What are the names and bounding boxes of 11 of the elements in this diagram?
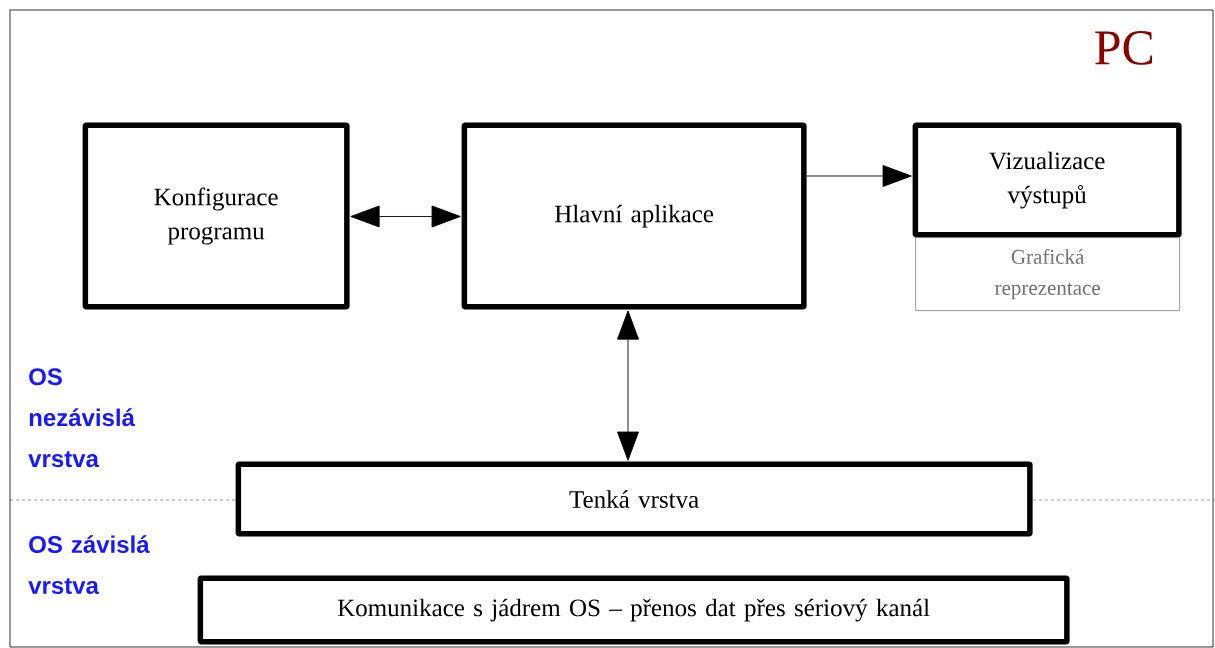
process-box: Tenká vrstva (235, 461, 1033, 537)
arrow (806, 165, 912, 187)
process-box: Konfigurace programu (82, 122, 350, 310)
layer-label: OS nezávislá vrstva (28, 368, 135, 468)
caption-box: Grafická reprezentace (915, 237, 1180, 311)
layer-label: OS závislá vrstva (28, 535, 150, 595)
process-box: Vizualizace výstupů (912, 122, 1182, 238)
arrow (350, 205, 461, 228)
process-box: Komunikace s jádrem OS – přenos dat přes sériový kanál (197, 575, 1070, 645)
process-box: Hlavní aplikace (461, 122, 807, 310)
arrow (617, 310, 639, 461)
